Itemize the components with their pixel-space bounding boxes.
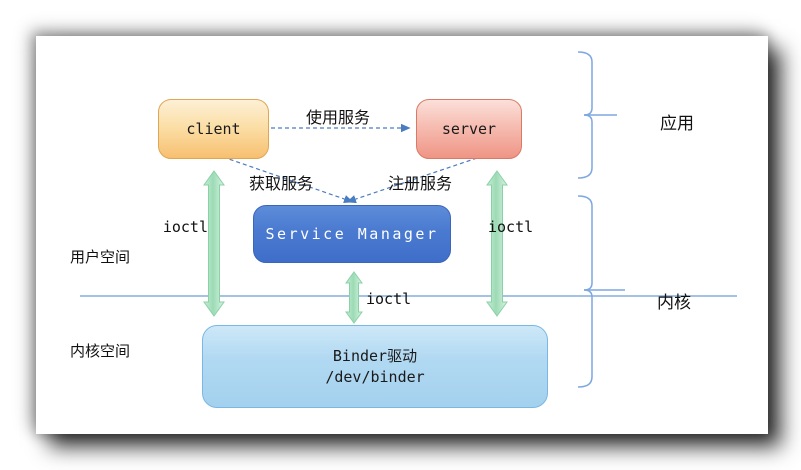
get-service-arrow — [222, 156, 354, 204]
user-space-label: 用户空间 — [69, 248, 130, 266]
node-service-manager: Service Manager — [253, 205, 451, 263]
kernel-label: 内核 — [657, 293, 691, 313]
node-binder-driver: Binder驱动 /dev/binder — [202, 325, 548, 408]
application-label: 应用 — [660, 114, 694, 134]
node-server-label: server — [441, 120, 497, 138]
ioctl-middle-label: ioctl — [366, 290, 412, 308]
ioctl-left-label: ioctl — [162, 218, 208, 236]
kernel-space-label: 内核空间 — [69, 342, 130, 360]
kernel-brace — [577, 195, 593, 388]
use-service-label: 使用服务 — [305, 108, 370, 127]
node-client: client — [158, 99, 269, 159]
ioctl-right-arrow — [486, 170, 508, 317]
node-binder-driver-name: Binder驱动 — [332, 346, 418, 365]
node-binder-driver-path: /dev/binder — [325, 367, 425, 386]
register-service-arrow — [346, 157, 478, 204]
ioctl-right-label: ioctl — [488, 218, 534, 236]
ioctl-left-arrow — [203, 170, 225, 317]
node-client-label: client — [186, 120, 241, 138]
node-service-manager-label: Service Manager — [265, 225, 439, 243]
ioctl-middle-arrow — [345, 271, 363, 324]
register-service-label: 注册服务 — [387, 174, 452, 193]
node-server: server — [416, 99, 522, 159]
get-service-label: 获取服务 — [248, 174, 313, 193]
